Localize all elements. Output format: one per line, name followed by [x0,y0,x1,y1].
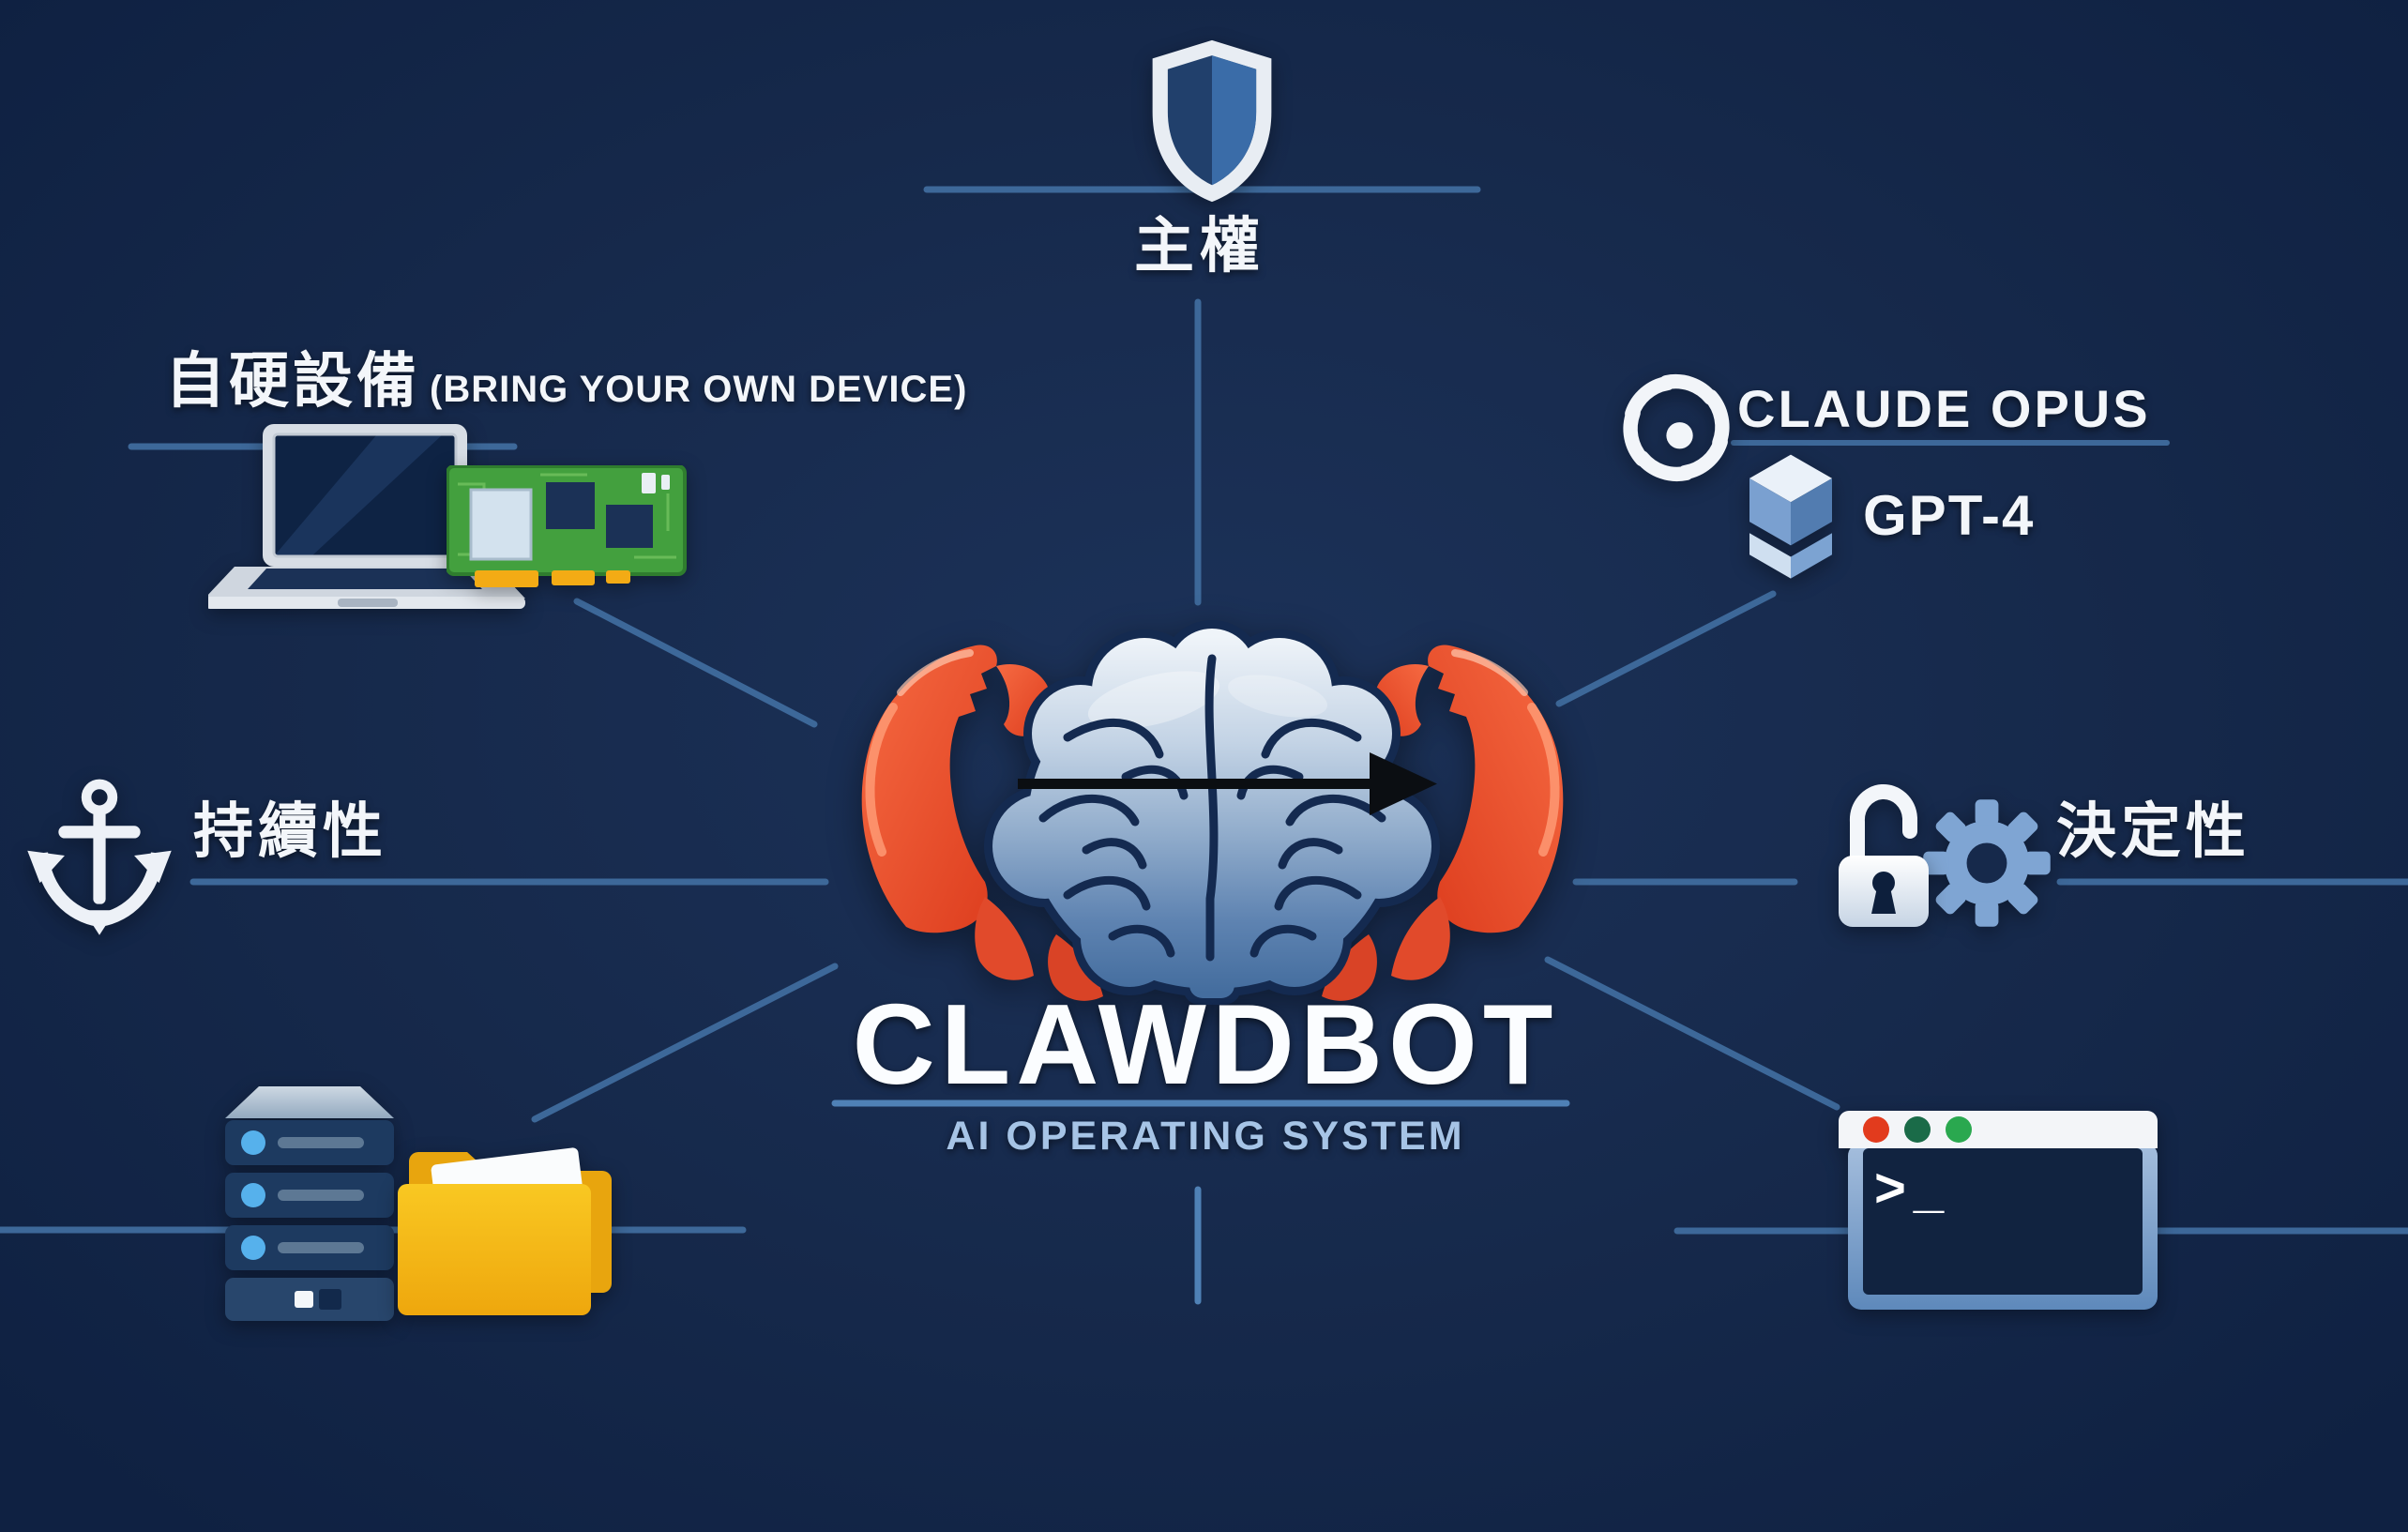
padlock-icon [1839,783,1929,927]
gear-icon [1923,799,2051,927]
determinism-label: 決定性 [2056,797,2250,865]
circuit-board-icon [447,465,687,587]
sovereignty-label: 主權 [1134,212,1265,280]
terminal-minimize-dot [1904,1116,1931,1143]
folder-icon [398,1147,612,1315]
page-subtitle: AI OPERATING SYSTEM [946,1114,1465,1159]
anchor-icon [27,779,172,935]
byod-title: 自硬設備 (BRING YOUR OWN DEVICE) [165,351,967,411]
byod-label-en: (BRING YOUR OWN DEVICE) [430,369,968,410]
terminal-prompt: >_ [1874,1158,1952,1219]
shield-icon [1152,39,1272,203]
cube-stack-icon [1749,454,1832,579]
terminal-window-icon [1839,1111,2158,1310]
gpt4-label: GPT-4 [1863,484,2036,547]
server-rack-icon [225,1086,394,1321]
byod-label-cjk: 自硬設備 [165,347,420,415]
page-title: CLAWDBOT [852,980,1559,1108]
claude-opus-label: CLAUDE OPUS [1737,379,2151,438]
arrow-right-icon [1018,752,1437,815]
clawdbot-logo [844,620,1581,1016]
persistence-label: 持續性 [193,797,387,865]
laptop-icon [208,424,525,609]
terminal-close-dot [1863,1116,1889,1143]
knot-logo-icon [1623,373,1730,482]
brain [984,620,1440,1005]
terminal-zoom-dot [1946,1116,1972,1143]
